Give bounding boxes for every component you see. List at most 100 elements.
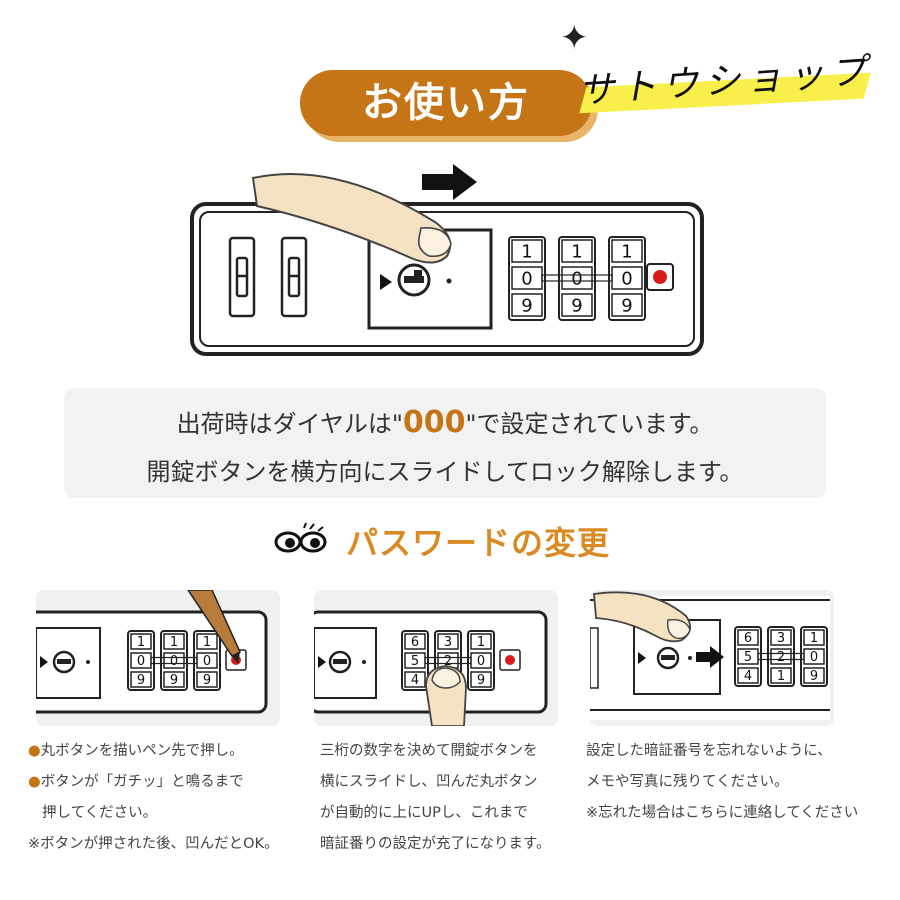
dial-digit: 4 [411,673,419,688]
dial-digit: 3 [444,635,452,650]
dial-cell [437,633,459,650]
dial-cell [561,266,593,290]
change-password-title: パスワードの変更 [346,524,611,562]
dial-digit: 1 [203,635,211,650]
step-3-line-2: メモや写真に残りてください。 [586,774,789,790]
dial-digit: 0 [170,654,178,669]
finger-icon [251,173,452,264]
latch-right [280,236,308,318]
dial-cell [737,629,759,646]
dial-cell [770,648,792,665]
step-1-text: ●丸ボタンを描いペン先で押し。 ●ボタンが「ガチッ」と鳴るまで 押してください。… [28,736,279,860]
dial-digit: 9 [137,673,145,688]
dial-digit: 1 [621,242,632,263]
info-box [64,388,826,498]
dial-cell [803,667,825,684]
step-3-text: 設定した暗証番号を忘れないように、 メモや写真に残りてください。 ※忘れた場合は… [586,736,858,829]
dial-digit: 1 [477,635,485,650]
step-2-line-3: が自動的に上にUPし、これまで [320,805,528,821]
dial-digit: 6 [411,635,419,650]
dial-cell [737,667,759,684]
title-pill [300,70,592,136]
dial-digit: 9 [521,296,532,317]
dial-cell [611,239,643,263]
latch-left [228,236,256,318]
dial-axle [424,656,472,665]
dial-digit: 5 [411,654,419,669]
dial-digit: 2 [777,650,785,665]
dial-digit: 6 [744,631,752,646]
dial-cell [803,629,825,646]
dial-digit: 9 [203,673,211,688]
dial-cell [561,239,593,263]
dial-group: 1 0 9 1 0 9 1 0 9 [508,236,646,321]
dial-cell [196,633,218,650]
dial-digit: 0 [621,269,632,290]
dial-cell [163,633,185,650]
eyes-icon [274,522,327,553]
info-line-2: 開錠ボタンを横方向にスライドしてロック解除します。 [146,458,744,486]
finger-icon [425,665,467,726]
dial-cell [511,293,543,317]
step-2-line-1: 三桁の数字を決めて開錠ボタンを [320,743,538,759]
step-2-text: 三桁の数字を決めて開錠ボタンを 横にスライドし、凹んだ丸ボタン が自動的に上にU… [320,736,551,860]
dial-digit: 3 [777,631,785,646]
dial-digit: 0 [571,269,582,290]
dial-axle [541,274,613,282]
dial-cell [130,671,152,688]
arrow-right-icon [422,164,477,200]
step-1-line-2: ●ボタンが「ガチッ」と鳴るまで [28,774,244,790]
dial-cell [196,671,218,688]
step-2-line-4: 暗証番りの設定が充了になります。 [320,836,551,852]
finger-icon [593,591,692,643]
step-1-line-1: ●丸ボタンを描いペン先で押し。 [28,743,244,759]
step-3-illustration: 6 5 4 3 2 1 1 0 9 [590,591,830,720]
dial-digit: 9 [477,673,485,688]
dial-digit: 9 [621,296,632,317]
step-1-illustration: 1 0 9 1 0 9 1 0 9 [36,590,268,714]
pen-icon [187,590,241,664]
dial-cell [770,667,792,684]
dial-cell [404,633,426,650]
dial-axle [757,652,805,661]
dial-cell [561,293,593,317]
dial-digit: 1 [137,635,145,650]
dial-digit: 4 [744,669,752,684]
info-line-1: 出荷時はダイヤルは"000"で設定されています。 [176,405,714,440]
sparkle-icon: ✦ [560,18,589,58]
step-3-line-1: 設定した暗証番号を忘れないように、 [586,743,832,759]
dial-digit: 0 [810,650,818,665]
step-1-line-3: 押してください。 [42,805,158,821]
dial-axle [150,656,198,665]
step-1-line-4: ※ボタンが押された後、凹んだとOK。 [28,836,279,852]
dial-cell [611,293,643,317]
dial-cell [163,671,185,688]
step-3-line-3: ※忘れた場合はこちらに連絡してください [586,805,859,821]
dial-cell [130,633,152,650]
default-code: 000 [402,405,466,440]
dial-digit: 1 [170,635,178,650]
dial-cell [404,671,426,688]
dial-group: 6 5 4 3 2 1 1 0 9 [734,626,828,687]
dial-digit: 9 [170,673,178,688]
dial-cell [511,239,543,263]
dial-digit: 2 [444,654,452,669]
dial-digit: 9 [810,669,818,684]
dial-digit: 9 [571,296,582,317]
lock-illustration: 1 0 9 1 0 9 1 0 9 [190,164,704,356]
dial-digit: 0 [521,269,532,290]
dial-digit: 1 [777,669,785,684]
dial-digit: 1 [810,631,818,646]
dial-digit: 0 [137,654,145,669]
dial-digit: 1 [521,242,532,263]
dial-digit: 5 [744,650,752,665]
arrow-right-icon [696,646,724,668]
dial-digit: 1 [571,242,582,263]
step-2-line-2: 横にスライドし、凹んだ丸ボタン [320,774,538,790]
dial-digit: 0 [477,654,485,669]
dial-cell [470,671,492,688]
dial-digit: 0 [203,654,211,669]
dial-cell [470,633,492,650]
